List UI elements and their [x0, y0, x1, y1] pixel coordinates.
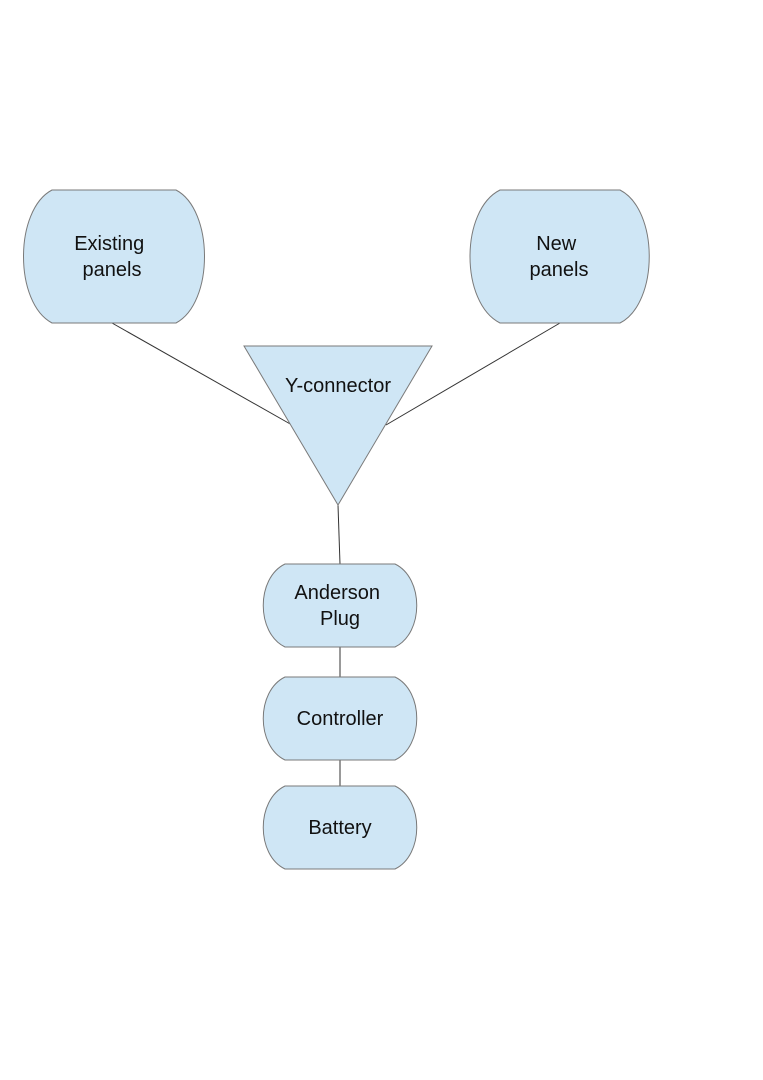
battery-label: Battery — [308, 817, 371, 839]
edge-existing-to-y — [111, 322, 293, 426]
y-connector-shape — [243, 345, 433, 506]
controller-shape — [262, 676, 418, 761]
node-battery: Battery — [262, 785, 418, 870]
anderson-plug-label: Anderson Plug — [294, 582, 385, 630]
battery-shape — [262, 785, 418, 870]
new-panels-shape — [469, 189, 650, 324]
node-anderson-plug: Anderson Plug — [262, 563, 418, 648]
edge-new-to-y — [385, 322, 561, 426]
existing-panels-shape — [23, 189, 205, 324]
controller-label: Controller — [297, 708, 384, 730]
new-panels-label: New panels — [530, 233, 589, 281]
anderson-plug-shape — [262, 563, 418, 648]
existing-panels-label: Existing panels — [74, 233, 150, 281]
existing-panels-label-line2: panels — [83, 259, 142, 281]
y-connector-label: Y-connector — [285, 375, 391, 397]
node-y-connector: Y-connector — [243, 345, 433, 506]
node-existing-panels: Existing panels — [23, 189, 205, 324]
existing-panels-label-line1: Existing — [74, 233, 144, 255]
edge-y-to-anderson — [337, 504, 341, 565]
node-new-panels: New panels — [469, 189, 650, 324]
new-panels-label-line1: New — [536, 233, 577, 255]
node-controller: Controller — [262, 676, 418, 761]
anderson-plug-label-line1: Anderson — [294, 582, 380, 604]
new-panels-label-line2: panels — [530, 259, 589, 281]
anderson-plug-label-line2: Plug — [320, 608, 360, 630]
